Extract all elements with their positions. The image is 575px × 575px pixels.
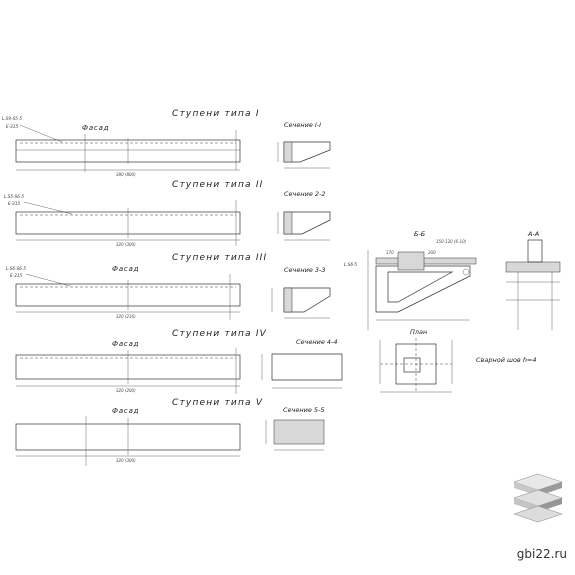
type-4-facade-label: Фасад [112,340,139,348]
detail-aa-label: А-А [527,230,539,238]
detail-bb-drawing [367,250,477,330]
detail-plan-drawing [379,338,453,393]
type-5-title: Ступени типа V [172,398,263,408]
type-1-mark2: E-315 [6,124,18,129]
detail-mark: L.S6-5 [344,262,357,267]
type-5-facade-label: Фасад [112,407,139,415]
type-3-section-label: Сечение 3-3 [284,266,326,274]
watermark-text: gbi22.ru [516,547,567,561]
detail-bb-label: Б-Б [414,230,426,238]
type-5-length: 320 (300) [116,458,136,463]
type-1-facade-label: Фасад [82,124,109,132]
type-3-mark: L.S6-S6-5 [6,266,26,271]
type-3-facade-label: Фасад [112,265,139,273]
detail-dim-170: 170 [386,250,394,255]
type-1-facade [15,124,241,172]
type-2-mark: L.S5-S6-5 [4,194,24,199]
type-2-section-label: Сечение 2-2 [284,190,326,198]
type-5-section [265,419,325,451]
type-1-section-label: Сечение I-I [284,121,321,129]
logo-icon [513,473,563,523]
type-2-title: Ступени типа II [172,180,264,190]
type-2-facade [15,200,241,246]
detail-plan-label: План [410,328,427,336]
type-4-section-label: Сечение 4-4 [296,338,338,346]
detail-dim-200: 200 [428,250,436,255]
detail-weld-note: Сварной шов h=4 [476,356,537,364]
detail-dim-range: 150-120 (6-10) [436,239,467,244]
type-2-length: 320 (300) [116,242,136,247]
type-4-length: 320 (200) [116,388,136,393]
type-3-facade [15,273,241,320]
type-1-length: 380 (800) [116,172,136,177]
type-4-facade [15,348,241,394]
type-2-mark2: E-315 [8,201,20,206]
detail-aa-drawing [505,239,561,330]
type-1-title: Ступени типа I [172,109,260,119]
type-2-section [277,211,331,241]
type-5-facade [15,416,241,466]
type-4-section [261,353,343,389]
type-1-mark: L.S9-S5-5 [2,116,22,121]
type-3-title: Ступени типа III [172,253,267,263]
type-3-section [271,287,331,319]
type-4-title: Ступени типа IV [172,329,267,339]
type-3-mark2: E-315 [10,273,22,278]
type-5-section-label: Сечение 5-5 [283,406,325,414]
type-1-section [277,141,331,169]
type-3-length: 320 (216) [116,314,136,319]
